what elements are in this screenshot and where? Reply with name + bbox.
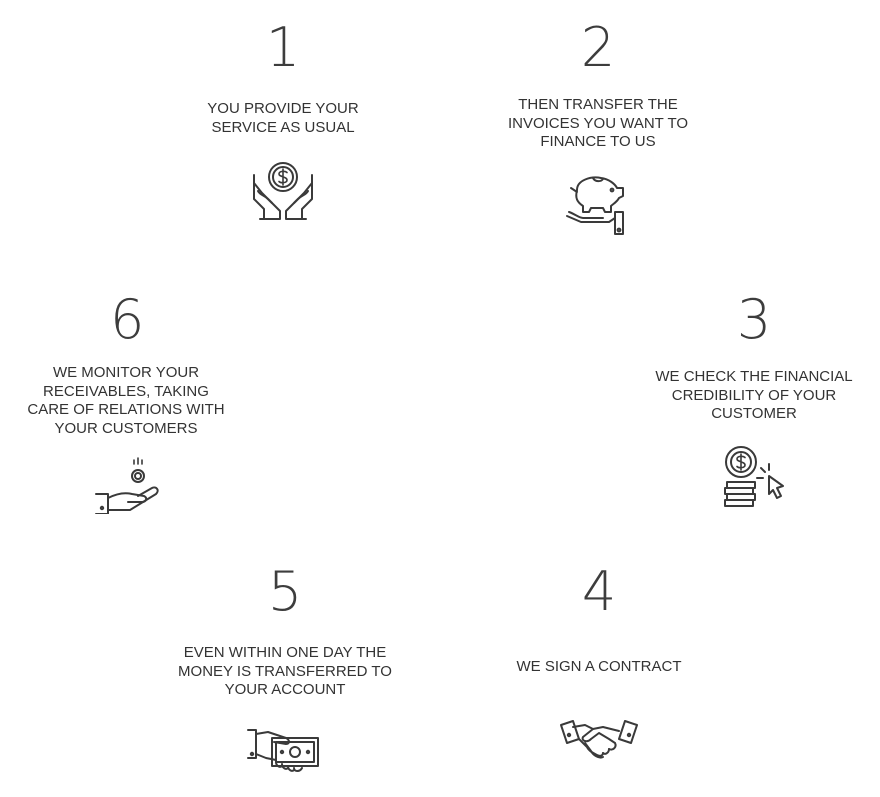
step-2: 2 THEN TRANSFER THE INVOICES YOU WANT TO…	[488, 18, 708, 236]
step-6: 6 WE MONITOR YOUR RECEIVABLES, TAKING CA…	[16, 290, 236, 514]
step-description: YOU PROVIDE YOUR SERVICE AS USUAL	[207, 100, 359, 136]
step-number: 4	[581, 560, 617, 623]
step-4: 4 WE SIGN A CONTRACT	[489, 562, 709, 761]
step-description: THEN TRANSFER THE INVOICES YOU WANT TO F…	[507, 96, 689, 150]
step-3: 3 WE CHECK THE FINANCIAL CREDIBILITY OF …	[644, 290, 864, 510]
step-number: 1	[265, 16, 301, 79]
step-number: 2	[580, 16, 616, 79]
piggy-bank-icon	[488, 172, 708, 236]
step-number: 6	[110, 288, 145, 351]
step-1: 1 YOU PROVIDE YOUR SERVICE AS USUAL	[173, 18, 393, 221]
hands-coin-icon	[173, 161, 393, 221]
step-number: 3	[736, 288, 772, 351]
step-number: 5	[267, 560, 303, 623]
step-description: WE MONITOR YOUR RECEIVABLES, TAKING CARE…	[27, 364, 225, 437]
hand-receiving-coin-icon	[94, 456, 164, 514]
step-5: 5 EVEN WITHIN ONE DAY THE MONEY IS TRANS…	[175, 562, 395, 774]
coin-stack-cursor-icon	[644, 445, 864, 510]
hand-banknote-icon	[175, 726, 395, 774]
step-description: EVEN WITHIN ONE DAY THE MONEY IS TRANSFE…	[178, 644, 392, 698]
step-description: WE CHECK THE FINANCIAL CREDIBILITY OF YO…	[655, 368, 853, 422]
step-description: WE SIGN A CONTRACT	[516, 658, 682, 675]
handshake-icon	[489, 717, 709, 761]
